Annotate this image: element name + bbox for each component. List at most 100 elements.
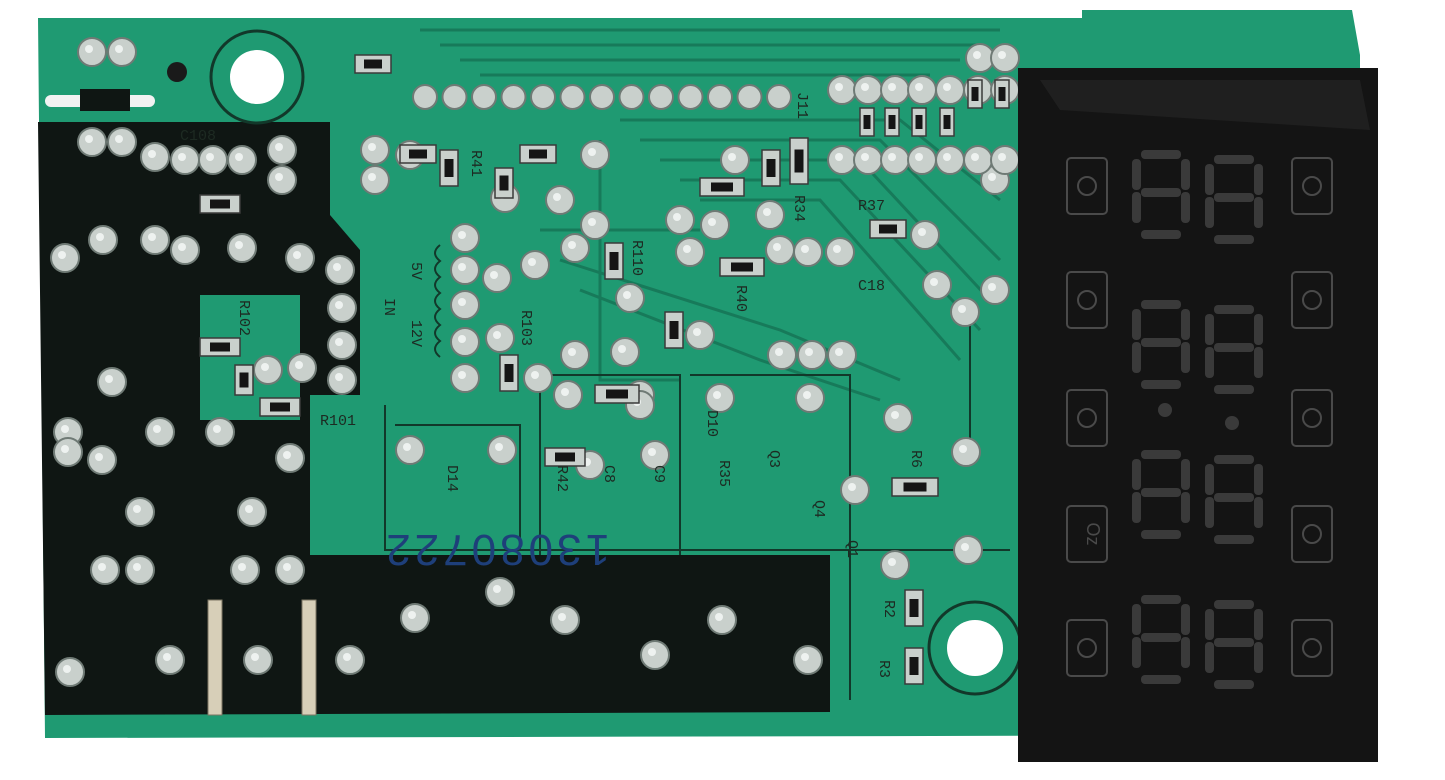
segment [1132,342,1141,373]
solder-highlight [115,135,123,143]
segment [1205,164,1214,195]
heat-icon [1291,505,1333,563]
solder-highlight [973,51,981,59]
header-pin [500,84,527,110]
resistor-body [915,115,923,129]
resistor-body [794,149,804,173]
solder-highlight [528,258,536,266]
terminal-blades [207,599,317,716]
solder-joint [285,243,315,273]
solder-highlight [178,153,186,161]
solder-joint [237,497,267,527]
solder-joint [450,363,480,393]
label-q4: Q4 [810,500,827,518]
solder-highlight [568,241,576,249]
label-r103: R103 [517,310,534,346]
solder-joint [880,145,910,175]
segment [1214,235,1254,244]
solder-joint [935,145,965,175]
solder-highlight [458,371,466,379]
label-d10: D10 [703,410,720,437]
resistor-body [879,224,897,234]
solder-highlight [558,613,566,621]
solder-joint [840,475,870,505]
segment [1205,347,1214,378]
solder-joint [360,135,390,165]
solder-highlight [408,611,416,619]
header-pin [677,84,704,110]
solder-joint [77,127,107,157]
resistor-body [270,402,290,412]
solder-highlight [998,51,1006,59]
solder-highlight [861,83,869,91]
label-r40: R40 [732,285,749,312]
solder-joint [53,437,83,467]
solder-highlight [561,388,569,396]
solder-joint [907,75,937,105]
screw-hole [167,62,187,82]
solder-highlight [283,563,291,571]
header-pin [559,84,586,110]
solder-highlight [495,443,503,451]
solder-highlight [153,425,161,433]
solder-joint [395,435,425,465]
header-pin [441,84,468,110]
segment [1214,680,1254,689]
label-r35: R35 [715,460,732,487]
solder-joint [205,417,235,447]
solder-joint [97,367,127,397]
segment [1205,497,1214,528]
segment [1141,150,1181,159]
solder-highlight [715,613,723,621]
resistor-body [909,657,919,675]
solder-joint [550,605,580,635]
solder-highlight [245,505,253,513]
solder-joint [90,555,120,585]
segment [1214,493,1254,502]
solder-highlight [998,153,1006,161]
solder-joint [907,145,937,175]
mounting-hole-top [209,29,305,125]
solder-highlight [85,135,93,143]
header-pin [707,84,733,110]
solder-highlight [275,143,283,151]
label-q1: Q1 [843,540,860,558]
solder-highlight [803,391,811,399]
solder-highlight [693,328,701,336]
label-r37: R37 [858,198,885,215]
solder-joint [963,145,993,175]
solder-joint [560,340,590,370]
segment [1141,230,1181,239]
solder-joint [640,440,670,470]
solder-joint [267,165,297,195]
solder-highlight [213,425,221,433]
solder-joint [685,320,715,350]
solder-highlight [891,411,899,419]
solder-joint [675,237,705,267]
segment [1181,492,1190,523]
solder-highlight [888,153,896,161]
solder-joint [965,43,995,73]
solder-highlight [333,263,341,271]
solder-joint [797,340,827,370]
solder-highlight [98,563,106,571]
solder-highlight [958,305,966,313]
solder-joint [125,497,155,527]
segment [1254,314,1263,345]
solder-joint [640,640,670,670]
label-d14: D14 [443,465,460,492]
label-r42: R42 [553,465,570,492]
solder-highlight [458,231,466,239]
solder-highlight [490,271,498,279]
top-connector-tabs [1086,14,1340,54]
segment [1141,675,1181,684]
solder-highlight [683,245,691,253]
solder-joint [580,210,610,240]
oz-label: Oz [1083,522,1103,545]
solder-joints [50,37,1020,687]
header-pin [471,84,497,110]
solder-joint [275,555,305,585]
solder-highlight [163,653,171,661]
segment [1181,159,1190,190]
board-code: 13080722 [382,525,610,574]
